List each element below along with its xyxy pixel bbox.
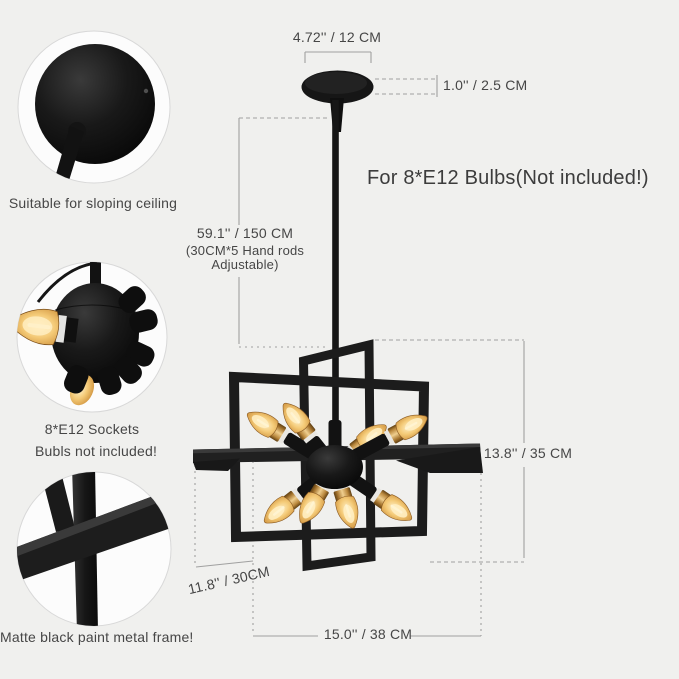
inset-sloping-ceiling-photo xyxy=(17,30,171,184)
sockets-caption: 8*E12 Sockets xyxy=(44,421,140,437)
canopy-width-dimension: 4.72'' / 12 CM xyxy=(292,29,382,45)
fixture-height-dimension: 13.8'' / 35 CM xyxy=(483,445,573,461)
front-frame xyxy=(228,371,430,543)
bulb-arm-5 xyxy=(263,470,328,524)
fixture-width-dimension: 15.0'' / 38 CM xyxy=(323,626,413,642)
sockets-caption-note: Bubls not included! xyxy=(34,443,158,459)
socket-ball xyxy=(51,283,139,383)
lit-bulb-closeup xyxy=(17,308,79,346)
sloping-ceiling-caption: Suitable for sloping ceiling xyxy=(8,195,178,211)
inset-frame-photo xyxy=(16,471,172,627)
canopy-height-lines xyxy=(375,75,438,97)
drop-length-value: 59.1'' / 150 CM xyxy=(196,225,294,241)
bulb-cluster xyxy=(246,402,428,529)
drop-adjust-note-2: Adjustable) xyxy=(211,257,279,273)
tilted-rod xyxy=(54,126,84,183)
drop-length-dimension: 59.1'' / 150 CM (30CM*5 Hand rods Adjust… xyxy=(155,225,335,273)
drop-adjust-note-1: (30CM*5 Hand rods xyxy=(185,242,305,258)
bulb-arm-2 xyxy=(282,402,331,461)
hanging-rod xyxy=(332,100,339,445)
measurement-lines xyxy=(194,51,525,637)
chandelier-illustration xyxy=(193,70,483,572)
diagonal-bar xyxy=(17,489,171,581)
fixture-height-lines xyxy=(375,339,525,636)
center-hub xyxy=(306,445,363,489)
bulb-requirement-note: For 8*E12 Bulbs(Not included!) xyxy=(367,167,649,189)
bulb-arm-4 xyxy=(343,414,428,466)
drop-length-lines xyxy=(238,117,330,348)
inset-socket-photo xyxy=(16,261,168,413)
fixture-depth-lines xyxy=(194,459,254,635)
hub-sleeve xyxy=(328,420,342,452)
canopy-width-lines xyxy=(304,51,372,63)
canopy-closeup xyxy=(35,44,155,164)
canopy-height-dimension: 1.0'' / 2.5 CM xyxy=(443,77,528,93)
frame-caption: Matte black paint metal frame! xyxy=(0,629,194,645)
